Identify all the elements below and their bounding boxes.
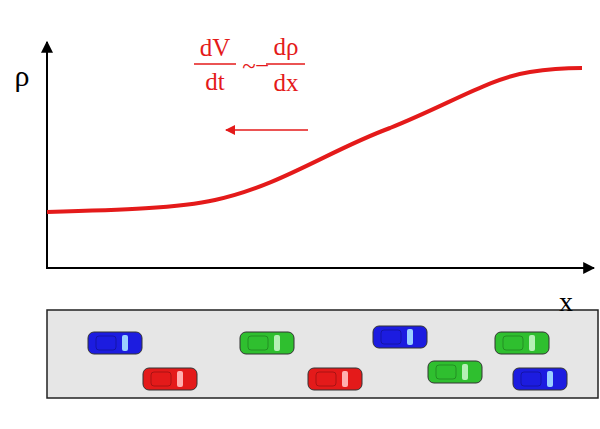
car [373,326,427,348]
car-window [547,371,553,387]
car-roof [248,336,268,350]
cars [88,326,567,390]
car-roof [521,372,541,386]
car-window [177,371,183,387]
axis-label: x [559,288,573,316]
x-axis [46,267,594,269]
formula-term: dV [200,35,231,60]
car-body [240,332,294,354]
car-roof [316,372,336,386]
car-roof [503,336,523,350]
car-roof [436,365,456,379]
car-window [342,371,348,387]
car-window [462,364,468,380]
car-body [88,332,142,354]
formula-term: dρ [274,34,299,59]
car-body [513,368,567,390]
y-axis [46,42,48,268]
car-roof [151,372,171,386]
formula-symbol: − [255,53,269,78]
car-body [373,326,427,348]
car-roof [381,330,401,344]
car-body [428,361,482,383]
formula-term: dx [274,70,299,95]
car [428,361,482,383]
car-body [495,332,549,354]
fraction-bar [194,63,236,65]
car [308,368,362,390]
car-body [308,368,362,390]
car-window [122,335,128,351]
car-roof [96,336,116,350]
formula-term: dt [205,69,224,94]
car [513,368,567,390]
road [47,310,598,398]
formula-symbol: ~ [242,53,256,78]
car [495,332,549,354]
car [143,368,197,390]
car-window [274,335,280,351]
density-curve [47,68,582,212]
car [88,332,142,354]
axis-label: ρ [15,61,30,91]
car-body [143,368,197,390]
car-window [529,335,535,351]
car-window [407,329,413,345]
fraction-bar [266,63,305,65]
flow-arrow [226,129,308,131]
car [240,332,294,354]
